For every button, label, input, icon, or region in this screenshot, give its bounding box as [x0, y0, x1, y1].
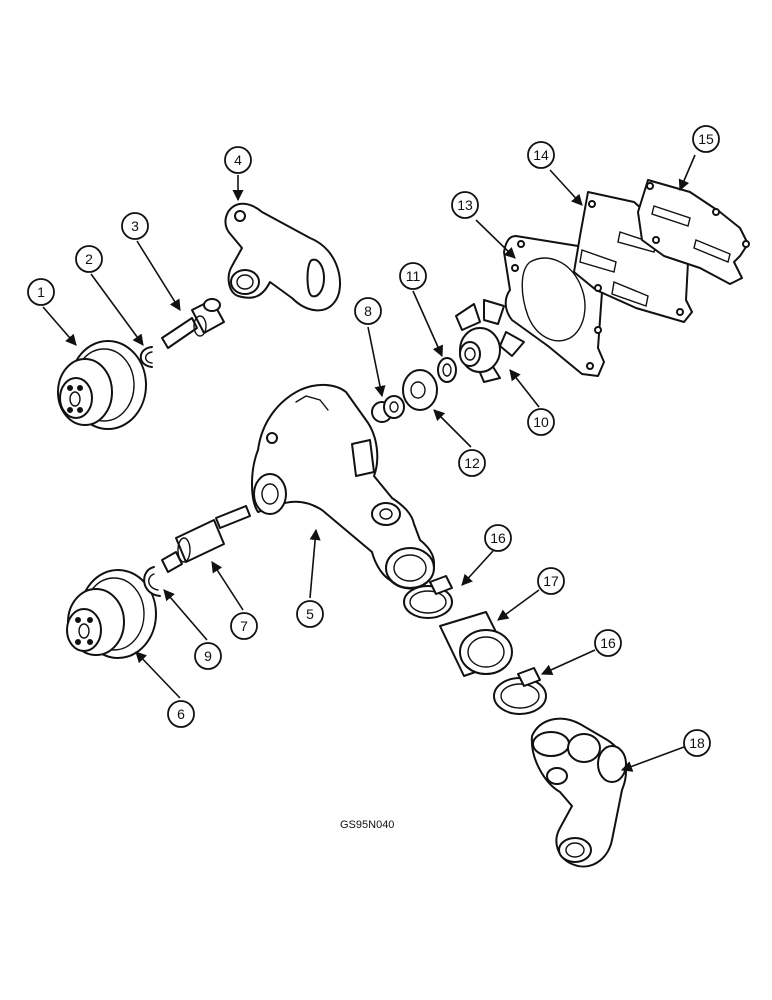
part-15-gasket	[637, 179, 750, 285]
svg-text:2: 2	[85, 251, 93, 267]
svg-text:16: 16	[490, 530, 506, 546]
callout-8: 8	[354, 297, 382, 325]
callout-9: 9	[194, 642, 222, 670]
callout-2: 2	[75, 245, 103, 273]
part-4-bracket	[224, 202, 342, 312]
part-16-clamp-lower	[493, 667, 547, 715]
svg-text:11: 11	[406, 268, 421, 284]
part-17-hose	[439, 611, 513, 677]
drawing-code: GS95N040	[340, 819, 394, 831]
callout-18: 18	[683, 729, 711, 757]
part-12-ring	[402, 369, 438, 411]
svg-text:9: 9	[204, 648, 212, 664]
callout-6: 6	[167, 700, 195, 728]
svg-text:6: 6	[177, 706, 185, 722]
callout-14: 14	[527, 141, 555, 169]
svg-text:12: 12	[464, 455, 480, 471]
part-3-shaft	[161, 298, 225, 349]
svg-text:14: 14	[533, 147, 549, 163]
leader-lines	[42, 154, 696, 772]
part-5-pump-body	[251, 384, 436, 590]
callout-10: 10	[527, 408, 555, 436]
svg-text:8: 8	[364, 303, 372, 319]
svg-text:13: 13	[457, 197, 473, 213]
callout-16-upper: 16	[484, 524, 512, 552]
callout-12: 12	[458, 449, 486, 477]
callout-15: 15	[692, 125, 720, 153]
svg-text:4: 4	[234, 152, 242, 168]
callout-5: 5	[296, 600, 324, 628]
callout-11: 11	[399, 262, 427, 290]
svg-text:17: 17	[543, 573, 559, 589]
callout-13: 13	[451, 191, 479, 219]
part-6-pulley	[66, 569, 157, 659]
part-8-seal	[371, 395, 405, 423]
svg-text:5: 5	[306, 606, 314, 622]
part-16-clamp-upper	[403, 575, 453, 619]
part-10-impeller	[455, 299, 525, 383]
svg-text:3: 3	[131, 218, 139, 234]
callout-4: 4	[224, 146, 252, 174]
part-18-elbow	[530, 717, 627, 868]
part-9-clip	[143, 566, 161, 597]
part-7-shaft	[161, 505, 251, 573]
svg-text:16: 16	[600, 635, 616, 651]
svg-text:7: 7	[240, 618, 248, 634]
callout-17: 17	[537, 567, 565, 595]
svg-text:18: 18	[689, 735, 705, 751]
callout-1: 1	[27, 278, 55, 306]
svg-text:10: 10	[533, 414, 549, 430]
part-2-clip	[139, 346, 153, 368]
part-11-washer	[437, 357, 457, 383]
svg-text:1: 1	[37, 284, 45, 300]
svg-text:15: 15	[698, 131, 714, 147]
callout-7: 7	[230, 612, 258, 640]
callout-16-lower: 16	[594, 629, 622, 657]
part-1-pulley	[57, 340, 147, 430]
callout-3: 3	[121, 212, 149, 240]
